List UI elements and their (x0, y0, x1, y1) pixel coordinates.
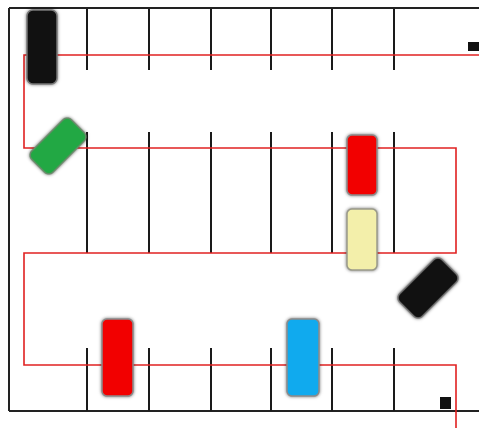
car-cream[interactable] (346, 208, 378, 271)
entry-marker (468, 42, 479, 51)
exit-marker (440, 397, 451, 409)
lot-walls (8, 7, 479, 412)
stall-lines-top-row (86, 9, 395, 70)
car-black-top-left[interactable] (26, 9, 58, 85)
driving-route (23, 54, 479, 428)
stall-lines-middle-row (86, 132, 395, 253)
stall-lines-bottom-row (86, 348, 395, 411)
car-blue[interactable] (286, 318, 320, 397)
car-red-bottom[interactable] (101, 318, 134, 397)
car-black-diagonal[interactable] (395, 255, 460, 320)
car-green[interactable] (28, 116, 89, 177)
car-red-right[interactable] (346, 134, 378, 196)
